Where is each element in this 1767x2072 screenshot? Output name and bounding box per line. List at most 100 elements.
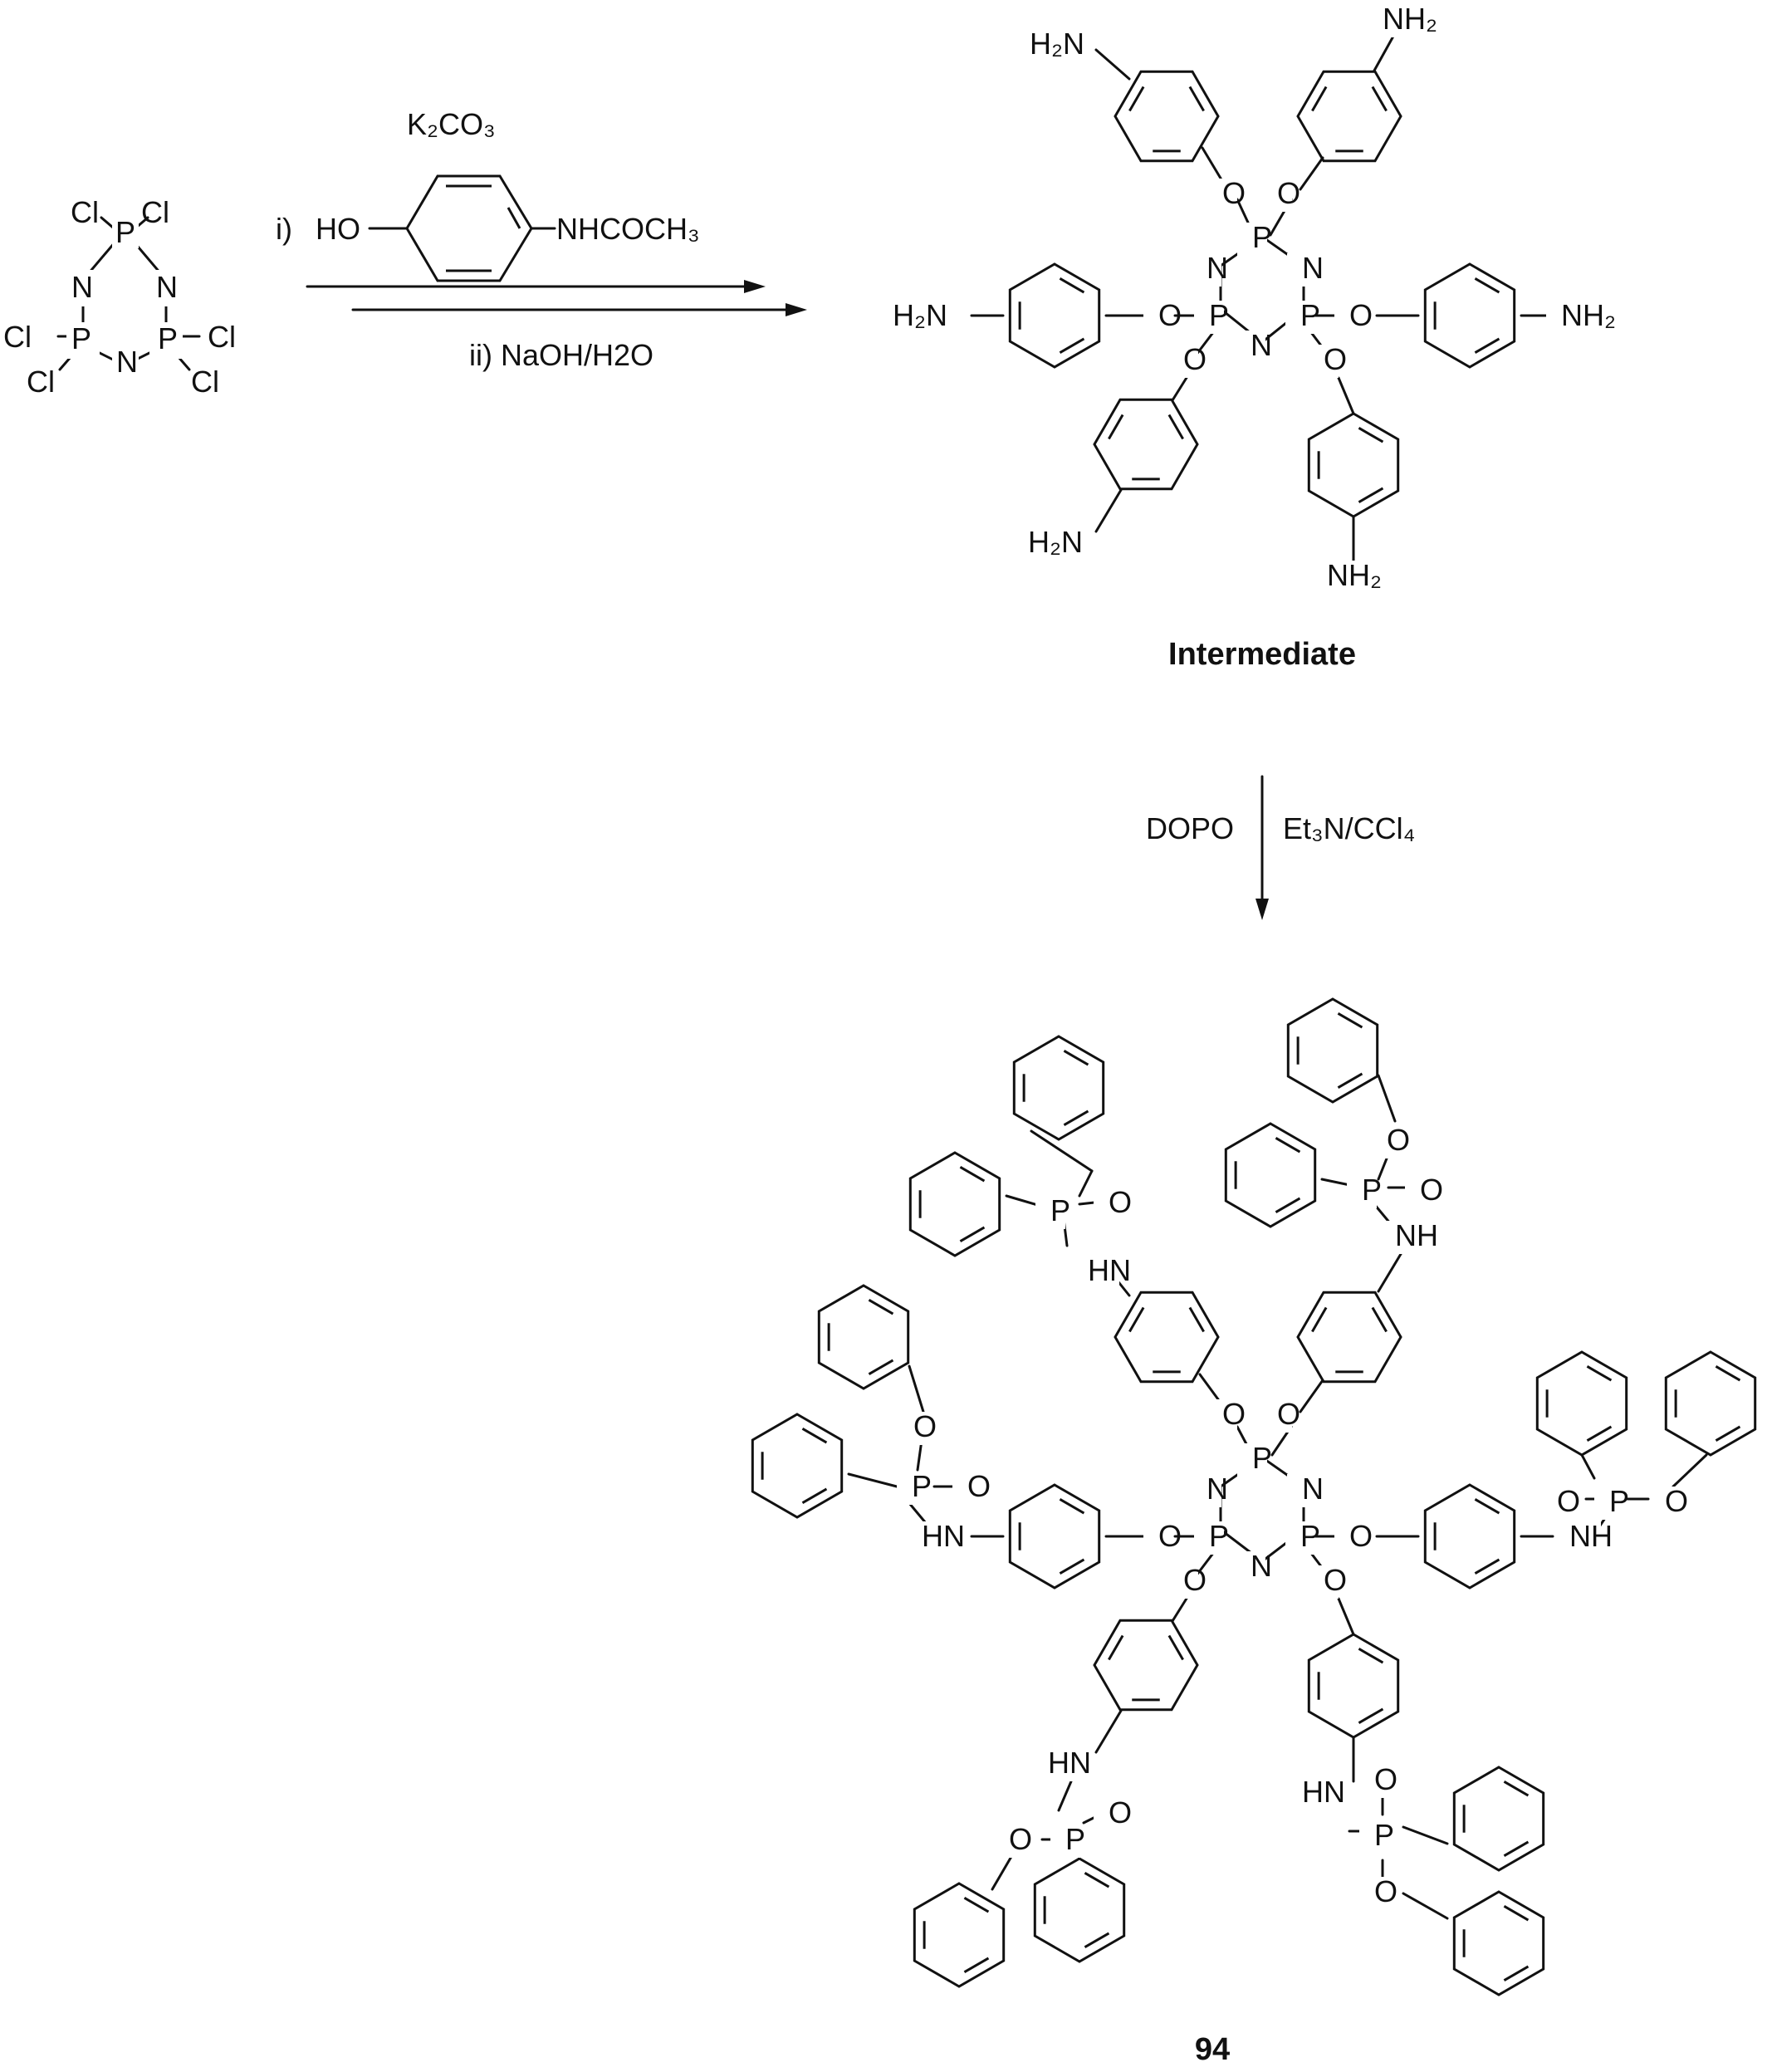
bond-line [1094, 1709, 1123, 1754]
phenol-ring-icon [405, 174, 533, 282]
o-label: O [1324, 342, 1347, 376]
n-label: N [156, 270, 178, 304]
aminophenyl-ring-icon [1008, 262, 1101, 369]
bond-line [1337, 376, 1355, 415]
bond-line [1299, 156, 1324, 191]
bond-line [1377, 1074, 1397, 1123]
cl-label: Cl [141, 195, 169, 229]
o-label: O [1374, 1762, 1397, 1796]
aminophenyl-ring-icon [1296, 70, 1402, 163]
cl-label: Cl [208, 320, 236, 354]
bond-line [1672, 1453, 1708, 1488]
p-label: P [1252, 220, 1272, 254]
n-label: N [1302, 1472, 1324, 1506]
dopo-label: DOPO [1146, 811, 1234, 845]
nh-label: HN [1302, 1775, 1345, 1809]
dopo-ring-icon [913, 1882, 1006, 1988]
intermediate-label: Intermediate [1168, 637, 1356, 672]
phenol-nhcoch3: NHCOCH₃ [556, 212, 700, 246]
bond-line [908, 1364, 925, 1413]
p-label: P [1209, 298, 1229, 332]
aminophenyl-ring-icon [1114, 70, 1220, 163]
dopo-ring-icon [1664, 1350, 1757, 1457]
dopo-ring-icon [1224, 1122, 1317, 1228]
dopo-ring-icon [1535, 1350, 1628, 1457]
p-label: P [71, 321, 91, 355]
phenol-ho: HO [316, 212, 360, 246]
amine-label: NH₂ [1383, 2, 1437, 36]
amine-label: NH₂ [1327, 558, 1382, 592]
bond-line [847, 1472, 898, 1488]
hccp-molecule: Cl Cl P N N P P N Cl Cl Cl Cl [3, 195, 236, 399]
o-label: O [967, 1469, 991, 1503]
p-label: P [1252, 1441, 1272, 1475]
n-label: N [1207, 1472, 1228, 1506]
o-label: O [1277, 176, 1300, 210]
phenylene-ring-icon [1093, 1619, 1199, 1712]
et3n-ccl4-label: Et₃N/CCl₄ [1283, 811, 1415, 845]
p-label: P [912, 1469, 932, 1503]
p-label: P [115, 215, 135, 249]
amine-label: H₂N [1030, 27, 1084, 61]
phenylene-ring-icon [1423, 1483, 1516, 1590]
dopo-ring-icon [908, 1151, 1001, 1257]
cl-label: Cl [191, 365, 219, 399]
bond-line [1580, 1453, 1596, 1480]
o-label: O [1109, 1795, 1132, 1830]
n-label: N [116, 345, 138, 379]
dopo-ring-icon [1452, 1890, 1545, 1996]
step-i-prefix: i) [276, 212, 292, 246]
cl-label: Cl [27, 365, 55, 399]
bond-line [1402, 1825, 1449, 1845]
phenylene-ring-icon [1008, 1483, 1101, 1590]
bond-line [1377, 1248, 1405, 1293]
p-label: P [1362, 1173, 1382, 1207]
bond-line [1094, 48, 1131, 81]
p-label: P [1050, 1193, 1070, 1227]
cl-label: Cl [3, 320, 32, 354]
nh-label: HN [922, 1519, 965, 1553]
reagent-k2co3: K₂CO₃ [407, 107, 496, 141]
p-label: P [1609, 1484, 1629, 1518]
o-label: O [1665, 1484, 1688, 1518]
n-label: N [71, 270, 93, 304]
o-label: O [1158, 1519, 1182, 1553]
dopo-ring-icon [1033, 1857, 1126, 1963]
bond-line [1299, 1379, 1324, 1413]
o-label: O [1009, 1822, 1032, 1856]
aminophenyl-ring-icon [1423, 262, 1516, 369]
bond-line [1057, 1780, 1073, 1812]
amine-label: H₂N [893, 298, 947, 332]
bond-line [1171, 1593, 1191, 1623]
product-label: 94 [1195, 2032, 1230, 2067]
aminophenyl-ring-icon [1307, 412, 1400, 518]
dopo-ring-icon [1012, 1035, 1105, 1141]
dopo-ring-icon [1286, 997, 1379, 1104]
nh-label: NH [1569, 1519, 1613, 1553]
aminophenyl-ring-icon [1093, 398, 1199, 491]
o-label: O [1277, 1397, 1300, 1431]
o-label: O [1324, 1563, 1347, 1597]
o-label: O [1109, 1185, 1132, 1219]
bond-line [1171, 372, 1191, 402]
phenylene-ring-icon [1296, 1291, 1402, 1384]
o-label: O [1349, 298, 1373, 332]
o-label: O [1420, 1173, 1443, 1207]
o-label: O [1222, 1397, 1246, 1431]
phenylene-ring-icon [1114, 1291, 1220, 1384]
p-label: P [1065, 1822, 1085, 1856]
p-label: P [1209, 1519, 1229, 1553]
bond-line [1078, 1169, 1094, 1198]
o-label: O [1374, 1874, 1397, 1908]
p-label: P [158, 321, 178, 355]
o-label: O [1349, 1519, 1373, 1553]
step2-conditions: DOPO Et₃N/CCl₄ [1146, 775, 1415, 920]
o-label: O [1158, 298, 1182, 332]
o-label: O [1557, 1484, 1580, 1518]
n-label: N [1251, 328, 1272, 362]
n-label: N [1302, 251, 1324, 285]
o-label: O [1183, 342, 1207, 376]
